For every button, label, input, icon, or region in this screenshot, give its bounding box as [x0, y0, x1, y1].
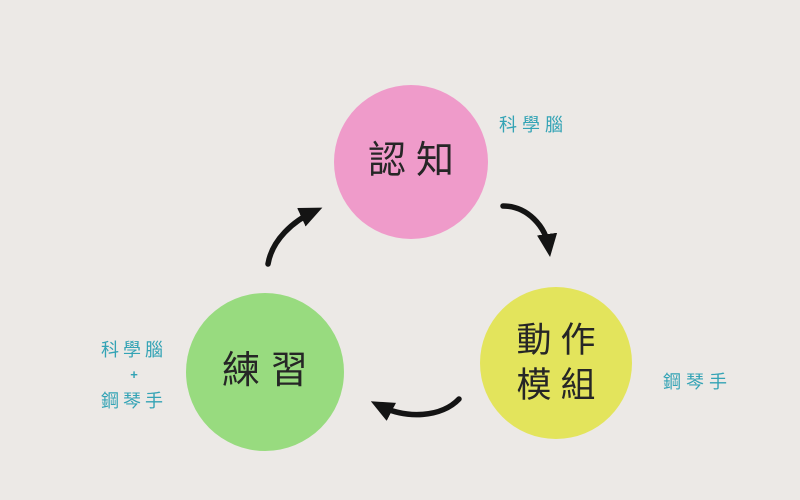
annotation-science-brain: 科學腦	[499, 115, 568, 135]
arrow-action-module-to-practice	[370, 396, 462, 421]
annotation-stack-line1: 科學腦	[101, 340, 167, 360]
arrow-practice-to-cognition	[265, 207, 323, 267]
annotation-pianist: 鋼琴手	[663, 372, 732, 392]
arrow-cognition-to-action-module	[500, 203, 558, 258]
annotation-science-brain-plus-pianist: 科學腦 + 鋼琴手	[85, 336, 183, 413]
node-action-module: 動作 模組	[480, 287, 632, 439]
annotation-stack-line2: 鋼琴手	[101, 391, 167, 411]
node-practice-label: 練習	[221, 350, 318, 393]
node-practice: 練習	[186, 293, 344, 451]
node-action-module-label-line1: 動作	[516, 320, 605, 360]
node-cognition: 認知	[334, 85, 488, 239]
plus-sign: +	[130, 367, 138, 382]
node-cognition-label: 認知	[367, 140, 464, 183]
node-action-module-label-line2: 模組	[516, 366, 605, 405]
